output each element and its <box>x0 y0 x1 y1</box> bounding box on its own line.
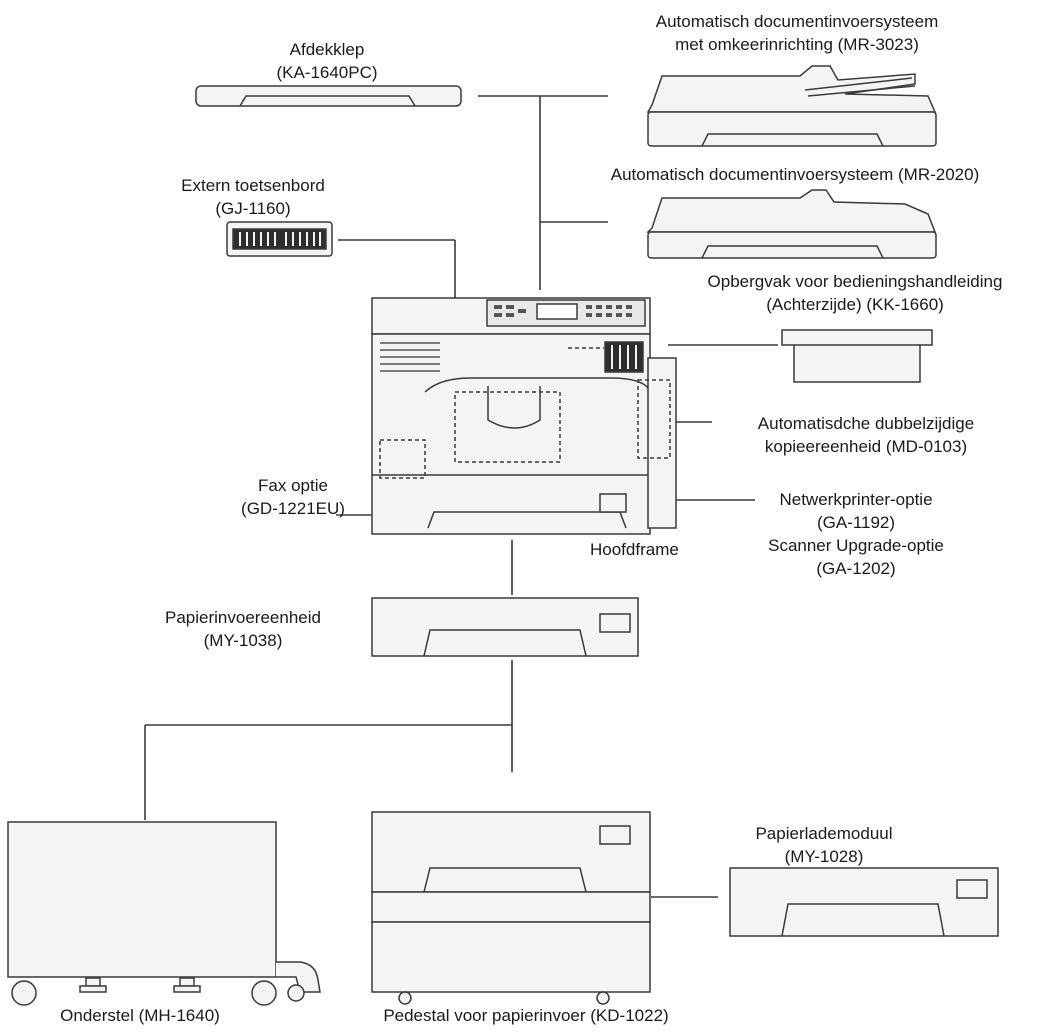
stand-label: Onderstel (MH-1640) <box>20 1004 260 1027</box>
radf-label-name: Automatisch documentinvoersysteem <box>655 12 939 31</box>
radf-device <box>646 65 937 147</box>
network-label-name: Netwerkprinter-optie <box>779 490 933 509</box>
main-frame-device <box>371 297 677 535</box>
network-label-code: (GA-1192) <box>816 513 896 532</box>
cover-label-name: Afdekklep <box>289 40 365 59</box>
main-frame-label-name: Hoofdframe <box>590 540 679 559</box>
keyboard-label-code: (GJ-1160) <box>215 199 291 218</box>
adf-label: Automatisch documentinvoersysteem (MR-20… <box>555 163 1035 186</box>
duplex-label: Automatisdche dubbelzijdige kopieereenhe… <box>706 412 1026 458</box>
paper-feed-label: Papierinvoereenheid (MY-1038) <box>138 606 348 652</box>
network-label: Netwerkprinter-optie (GA-1192) Scanner U… <box>736 488 976 580</box>
adf-label-name: Automatisch documentinvoersysteem (MR-20… <box>610 165 980 184</box>
pedestal-label: Pedestal voor papierinvoer (KD-1022) <box>326 1004 726 1027</box>
keyboard-label: Extern toetsenbord (GJ-1160) <box>148 174 358 220</box>
keyboard-label-name: Extern toetsenbord <box>181 176 325 195</box>
duplex-label-code: kopieereenheid (MD-0103) <box>764 437 968 456</box>
fax-label-name: Fax optie <box>258 476 328 495</box>
manual-holder-label-name: Opbergvak voor bedieningshandleiding <box>707 272 1003 291</box>
cover-label-code: (KA-1640PC) <box>276 63 378 82</box>
manual-holder-label-code: (Achterzijde) (KK-1660) <box>766 295 944 314</box>
stand-device <box>7 821 321 1006</box>
manual-holder-label: Opbergvak voor bedieningshandleiding (Ac… <box>660 270 1050 316</box>
adf-device <box>646 189 937 259</box>
tray-module-label-code: (MY-1028) <box>784 847 864 866</box>
pedestal-label-name: Pedestal voor papierinvoer (KD-1022) <box>383 1006 669 1025</box>
scanner-label-code: (GA-1202) <box>816 559 896 578</box>
pedestal-device <box>371 811 651 1005</box>
paper-feed-label-name: Papierinvoereenheid <box>165 608 321 627</box>
radf-label: Automatisch documentinvoersysteem met om… <box>602 10 992 56</box>
duplex-label-name: Automatisdche dubbelzijdige <box>757 414 975 433</box>
manual-holder-device <box>781 329 933 383</box>
radf-label-code: met omkeerinrichting (MR-3023) <box>675 35 919 54</box>
keyboard-device <box>226 221 333 257</box>
fax-label-code: (GD-1221EU) <box>241 499 345 518</box>
tray-module-label: Papierlademoduul (MY-1028) <box>724 822 924 868</box>
paper-feed-device <box>371 597 639 657</box>
cover-label: Afdekklep (KA-1640PC) <box>224 38 430 84</box>
cover-device <box>195 85 462 107</box>
main-frame-label: Hoofdframe <box>590 538 679 561</box>
fax-label: Fax optie (GD-1221EU) <box>208 474 378 520</box>
tray-module-label-name: Papierlademoduul <box>755 824 893 843</box>
paper-feed-label-code: (MY-1038) <box>203 631 283 650</box>
tray-module-device <box>729 867 999 937</box>
stand-label-name: Onderstel (MH-1640) <box>60 1006 220 1025</box>
scanner-label-name: Scanner Upgrade-optie <box>768 536 944 555</box>
